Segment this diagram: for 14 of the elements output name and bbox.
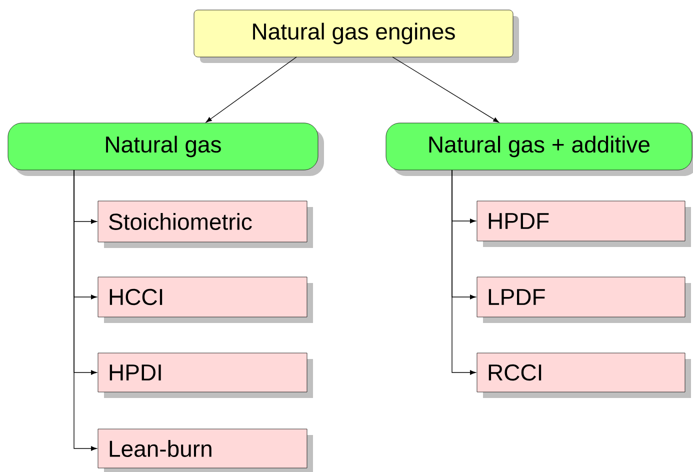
method-box: HCCI (98, 276, 313, 323)
arrow (392, 56, 500, 123)
method-box: HPDF (476, 200, 691, 247)
category-box: Natural gas + additive (386, 122, 693, 176)
method-box: LPDF (476, 276, 691, 323)
method-box: RCCI (476, 352, 691, 398)
method-box: Stoichiometric (98, 200, 313, 248)
arrow (74, 170, 97, 451)
method-box: HPDI (98, 352, 313, 398)
category-box: Natural gas (8, 122, 324, 176)
arrow (452, 170, 476, 375)
title-box: Natural gas engines (194, 10, 519, 63)
method-box: Lean-burn (98, 428, 313, 472)
arrow (206, 56, 297, 122)
